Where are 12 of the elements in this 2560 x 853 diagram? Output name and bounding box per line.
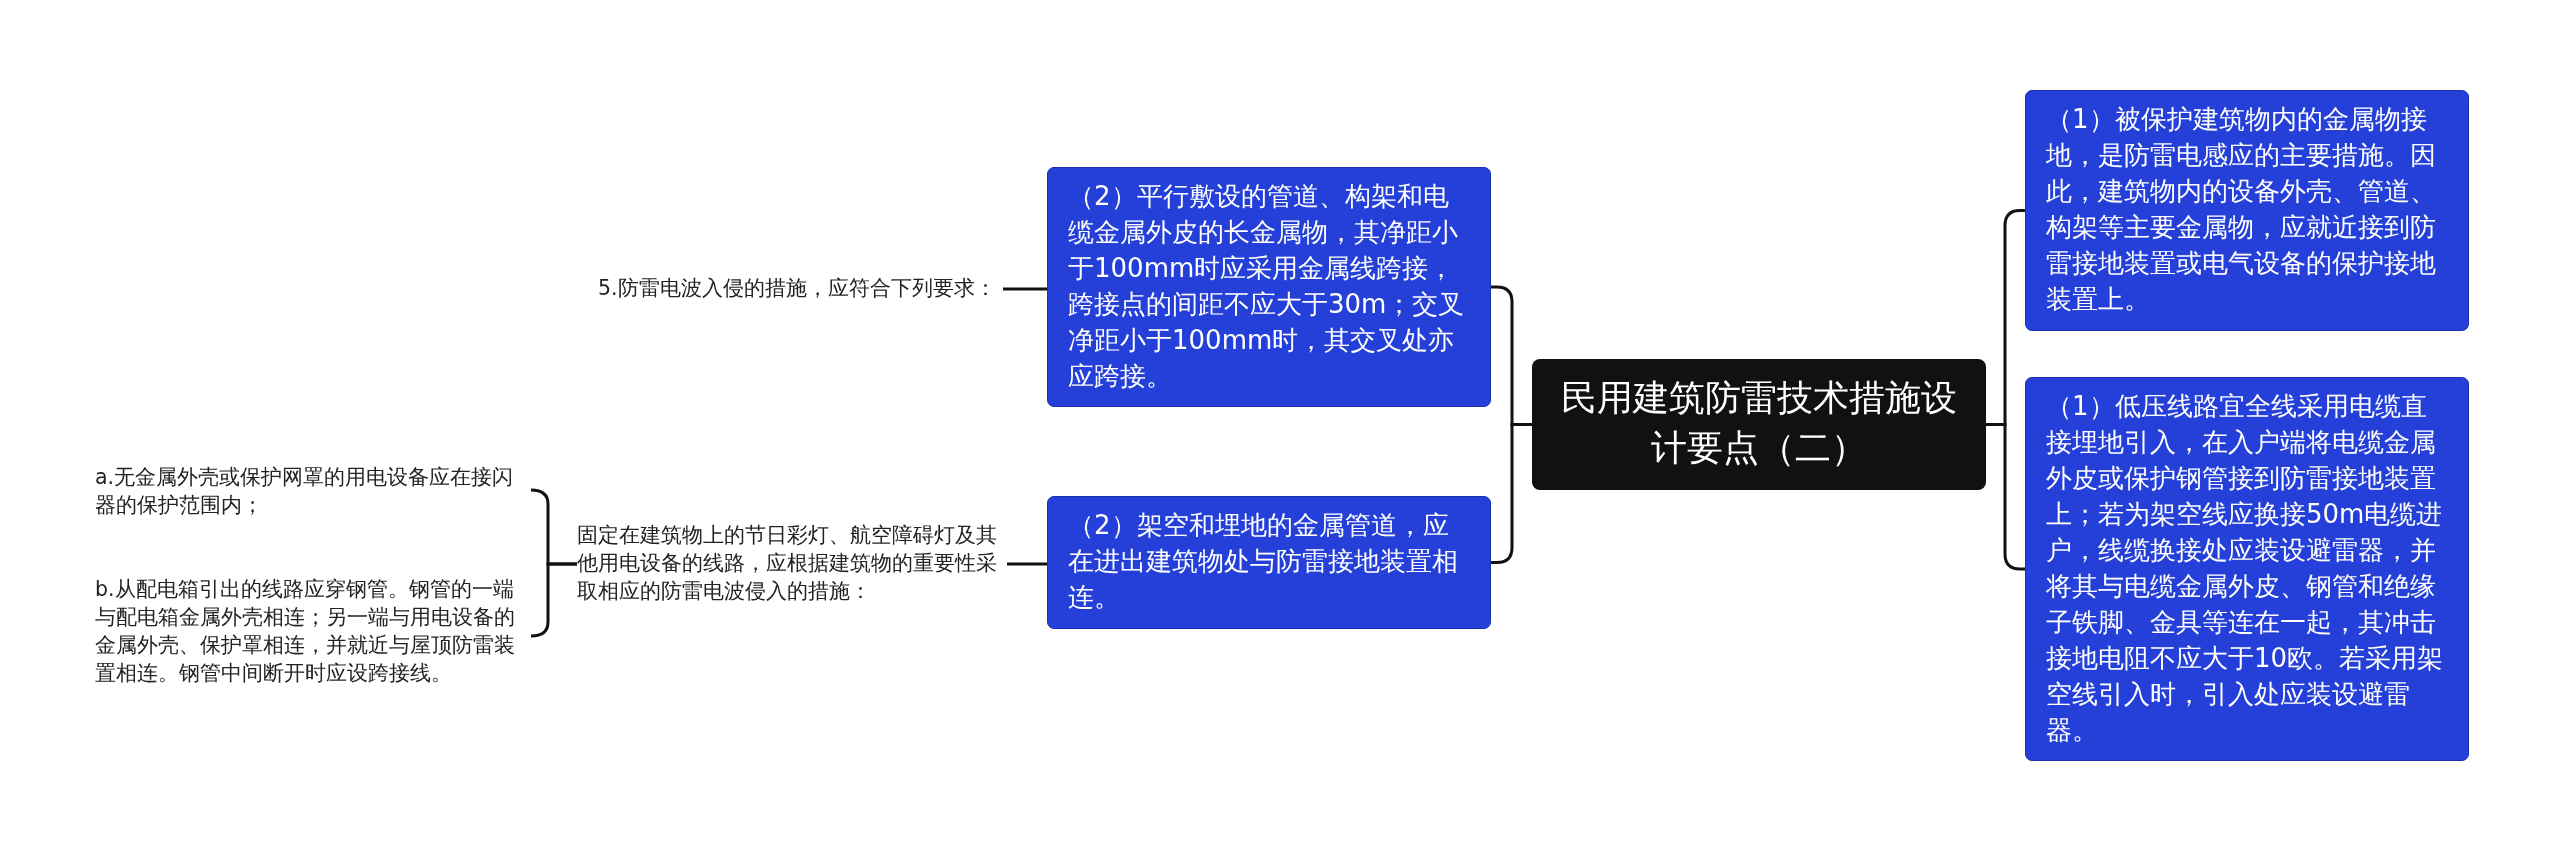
topic-box: （2）架空和埋地的金属管道，应在进出建筑物处与防雷接地装置相连。: [1047, 496, 1491, 629]
connector-line: [1003, 287, 1047, 291]
topic-box: （2）平行敷设的管道、构架和电缆金属外皮的长金属物，其净距小于100mm时应采用金属线跨接，跨接点的间距不应大于30m；交叉净距小于100mm时，其交叉处亦应跨接。: [1047, 167, 1491, 407]
leaf-text: a.无金属外壳或保护网罩的用电设备应在接闪器的保护范围内；: [95, 463, 525, 521]
leaf-text: b.从配电箱引出的线路应穿钢管。钢管的一端与配电箱金属外壳相连；另一端与用电设备的金属外壳、保护罩相连，并就近与屋顶防雷装置相连。钢管中间断开时应设跨接线。: [95, 575, 525, 691]
connector-line: [1986, 423, 2025, 571]
branch-text: 固定在建筑物上的节日彩灯、航空障碍灯及其他用电设备的线路，应根据建筑物的重要性采取相应的防雷电波侵入的措施：: [577, 521, 1002, 607]
branch-text: 5.防雷电波入侵的措施，应符合下列要求：: [598, 274, 998, 304]
topic-box: （1）被保护建筑物内的金属物接地，是防雷电感应的主要措施。因此，建筑物内的设备外壳、管道、构架等主要金属物，应就近接到防雷接地装置或电气设备的保护接地装置上。: [2025, 90, 2469, 331]
topic-box: （1）低压线路宜全线采用电缆直接埋地引入，在入户端将电缆金属外皮或保护钢管接到防雷接地装置上；若为架空线应换接50m电缆进户，线缆换接处应装设避雷器，并将其与电缆金属外皮、钢管和绝缘子铁脚、金具等连在一起，其冲击接地电阻不应大于10欧。若采用架空线引入时，引入处应装设避雷器。: [2025, 377, 2469, 761]
topic-box: 民用建筑防雷技术措施设计要点（二）: [1532, 359, 1986, 490]
connector-line: [1007, 562, 1047, 566]
